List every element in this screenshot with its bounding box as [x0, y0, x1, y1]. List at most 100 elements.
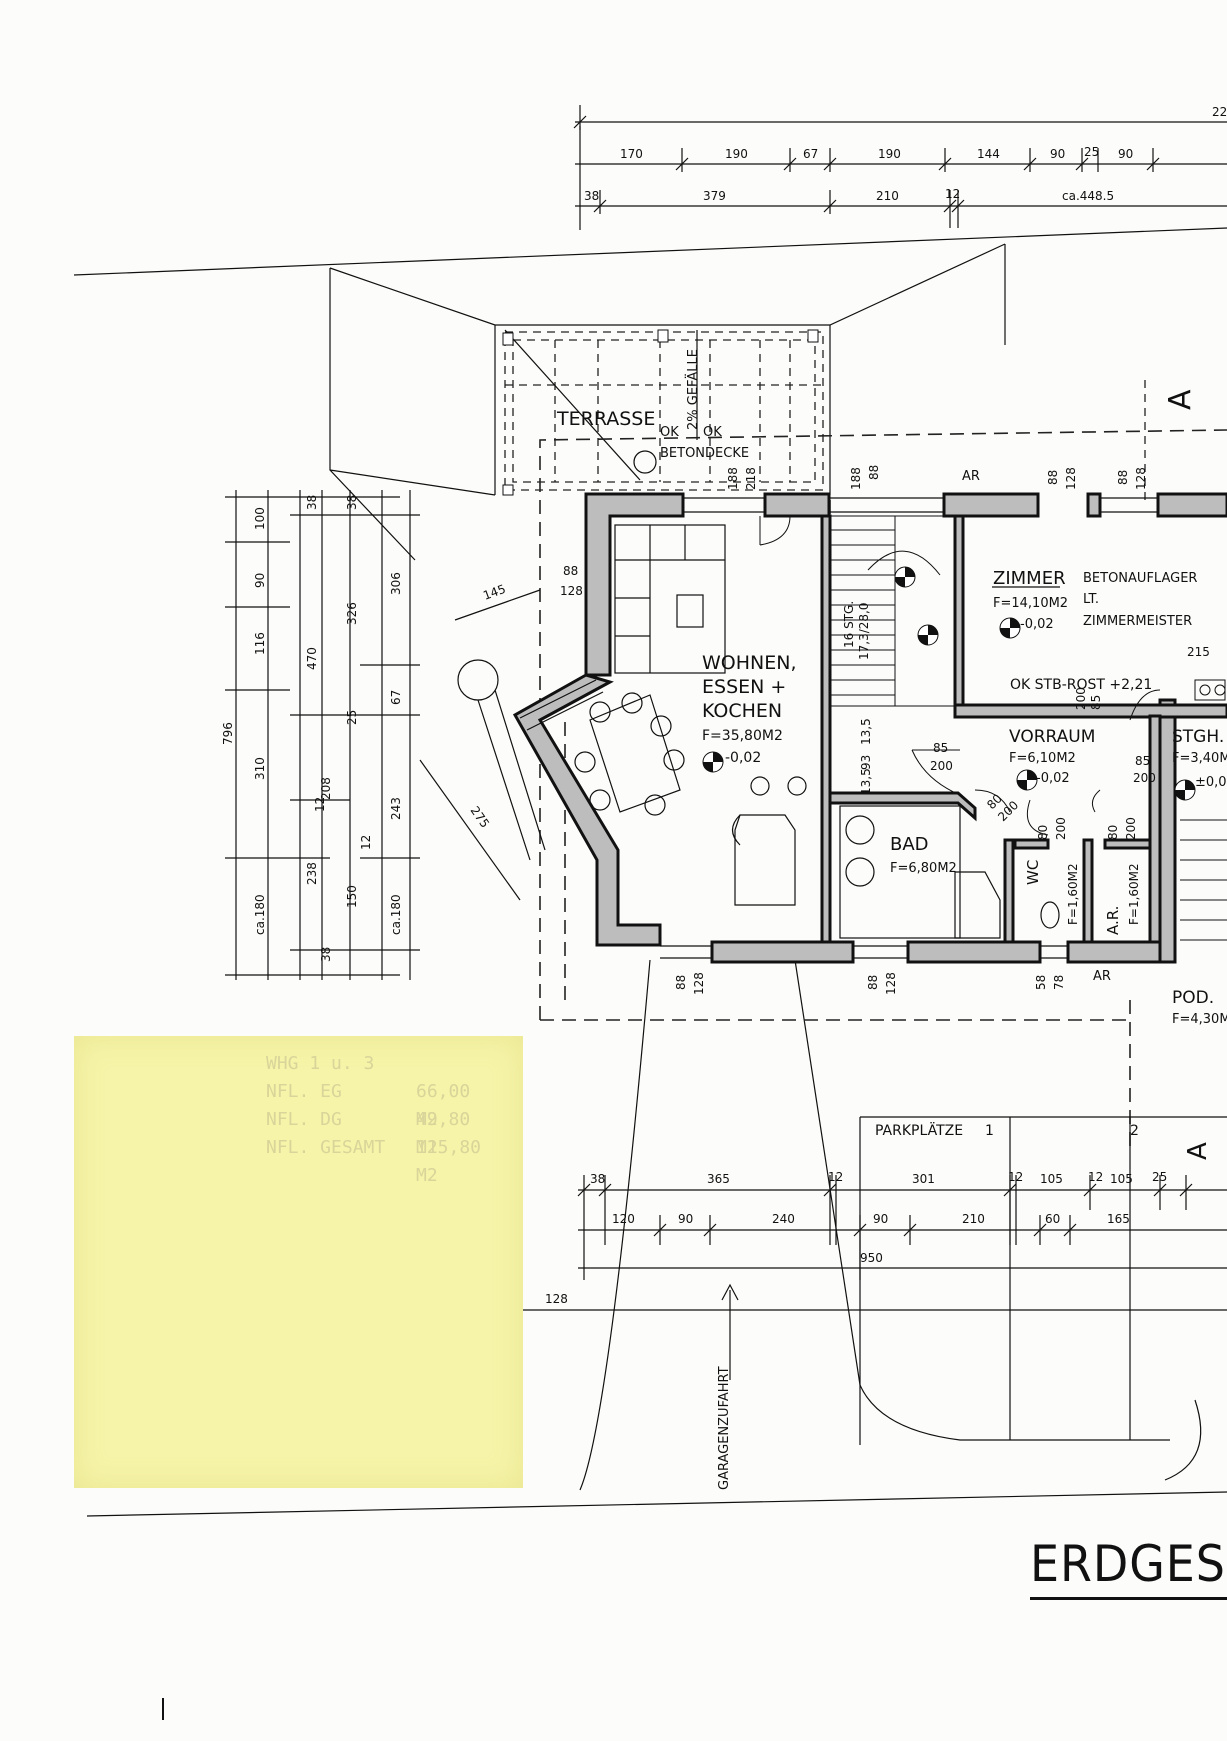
room-labels: WOHNEN, ESSEN + KOCHEN F=35,80M2 -0,02 Z… — [702, 389, 1227, 1490]
label-vorraum-area: F=6,10M2 — [1009, 751, 1076, 766]
svg-text:128: 128 — [692, 972, 706, 995]
sheet-title: ERDGESC — [1030, 1535, 1227, 1600]
svg-text:88: 88 — [563, 564, 578, 578]
svg-text:88: 88 — [1046, 470, 1060, 485]
dim-top-190b: 190 — [878, 147, 901, 161]
label-ar: A.R. — [1104, 906, 1122, 935]
dim-top-12: 12 — [945, 187, 960, 201]
svg-text:ca.180: ca.180 — [389, 894, 403, 935]
svg-text:105: 105 — [1110, 1172, 1133, 1186]
label-vorraum: VORRAUM — [1009, 727, 1095, 747]
svg-text:25: 25 — [1152, 1170, 1167, 1184]
svg-text:200: 200 — [1133, 771, 1156, 785]
svg-text:88: 88 — [866, 975, 880, 990]
dim-top-38: 38 — [584, 189, 599, 203]
svg-text:243: 243 — [389, 797, 403, 820]
svg-text:165: 165 — [1107, 1212, 1130, 1226]
label-park-2: 2 — [1130, 1123, 1139, 1139]
svg-text:80: 80 — [1036, 825, 1050, 840]
svg-text:93: 93 — [859, 755, 873, 770]
svg-text:306: 306 — [389, 572, 403, 595]
label-wc-area: F=1,60M2 — [1066, 863, 1080, 925]
svg-text:85: 85 — [1089, 695, 1103, 710]
label-stgh-level: ±0,0 — [1195, 775, 1227, 790]
svg-text:80: 80 — [1106, 825, 1120, 840]
svg-text:85: 85 — [933, 741, 948, 755]
svg-text:90: 90 — [253, 573, 267, 588]
bottom-dimension-chain — [520, 1175, 1227, 1311]
svg-text:13,5: 13,5 — [859, 768, 873, 795]
area-row-eg: NFL. EG 66,00 M2 — [266, 1081, 471, 1130]
svg-text:208: 208 — [319, 777, 333, 800]
furniture — [457, 524, 1060, 939]
svg-text:38: 38 — [590, 1172, 605, 1186]
svg-text:275: 275 — [468, 804, 493, 831]
svg-text:200: 200 — [1074, 687, 1088, 710]
svg-text:90: 90 — [873, 1212, 888, 1226]
dim-top-90b: 90 — [1118, 147, 1133, 161]
svg-text:88: 88 — [674, 975, 688, 990]
dim-top-170: 170 — [620, 147, 643, 161]
svg-text:105: 105 — [1040, 1172, 1063, 1186]
label-ar-area: F=1,60M2 — [1127, 863, 1141, 925]
svg-text:200: 200 — [1054, 817, 1068, 840]
area-row-dg: NFL. DG 49,80 M2 — [266, 1109, 471, 1158]
area-row-gesamt: NFL. GESAMT 115,80 M2 — [266, 1137, 482, 1186]
label-wohnen-3: KOCHEN — [702, 700, 782, 722]
label-bad-area: F=6,80M2 — [890, 861, 957, 876]
svg-text:38: 38 — [319, 947, 333, 962]
dim-top-90a: 90 — [1050, 147, 1065, 161]
dim-top-190a: 190 — [725, 147, 748, 161]
svg-text:60: 60 — [1045, 1212, 1060, 1226]
label-stairs-1: 16 STG. — [842, 601, 856, 648]
svg-text:326: 326 — [345, 602, 359, 625]
stairs — [830, 515, 1227, 941]
opening-dimensions: 88 128 188 218 188 88 88 128 88 128 88 1… — [560, 465, 1210, 995]
svg-text:128: 128 — [1064, 467, 1078, 490]
svg-text:310: 310 — [253, 757, 267, 780]
label-wohnen-1: WOHNEN, — [702, 652, 797, 674]
label-ok-2: OK — [703, 425, 722, 440]
label-gefaelle: 2% GEFÄLLE — [685, 349, 701, 430]
label-ar-mark-2: AR — [1093, 969, 1111, 984]
svg-text:188: 188 — [849, 467, 863, 490]
svg-text:ca.180: ca.180 — [253, 894, 267, 935]
svg-text:25: 25 — [345, 710, 359, 725]
label-section-a-top: A — [1163, 389, 1198, 410]
label-ok-stb: OK STB-ROST +2,21 — [1010, 677, 1152, 693]
svg-text:210: 210 — [962, 1212, 985, 1226]
svg-text:85: 85 — [1135, 754, 1150, 768]
bottom-dimension-text: 38 365 12 301 12 105 12 105 25 120 90 24… — [545, 1170, 1167, 1306]
svg-text:200: 200 — [1124, 817, 1138, 840]
label-zimmer-level: -0,02 — [1020, 617, 1054, 632]
svg-text:90: 90 — [678, 1212, 693, 1226]
label-garagenzufahrt: GARAGENZUFAHRT — [717, 1366, 732, 1490]
area-summary: WHG 1 u. 3 NFL. EG 66,00 M2 NFL. DG 49,8… — [266, 1050, 482, 1186]
svg-text:200: 200 — [930, 759, 953, 773]
windows — [519, 497, 1158, 959]
svg-text:38: 38 — [305, 495, 319, 510]
level-markers — [702, 566, 1196, 801]
door-swings — [759, 515, 1161, 836]
site-outline — [73, 227, 1227, 1517]
svg-text:301: 301 — [912, 1172, 935, 1186]
svg-text:796: 796 — [221, 722, 235, 745]
svg-text:128: 128 — [545, 1292, 568, 1306]
label-section-a-bottom: A — [1183, 1142, 1213, 1160]
svg-text:150: 150 — [345, 885, 359, 908]
label-stgh-area: F=3,40M — [1172, 751, 1227, 766]
left-dimension-text: 796 100 90 116 310 ca.180 470 238 38 208… — [221, 495, 508, 962]
svg-text:58: 58 — [1034, 975, 1048, 990]
svg-text:88: 88 — [867, 465, 881, 480]
svg-text:88: 88 — [1116, 470, 1130, 485]
label-betonauflager-1: BETONAUFLAGER — [1083, 571, 1197, 586]
terrace: TERRASSE OK OK BETONDECKE 2% GEFÄLLE — [502, 329, 824, 496]
label-wohnen-2: ESSEN + — [702, 676, 786, 698]
label-wohnen-area: F=35,80M2 — [702, 728, 783, 744]
label-stairs-2: 17,3/28,0 — [857, 603, 871, 660]
label-ar-mark-1: AR — [962, 469, 980, 484]
label-terrasse: TERRASSE — [556, 408, 655, 430]
label-pod-area: F=4,30M — [1172, 1012, 1227, 1027]
svg-text:470: 470 — [305, 647, 319, 670]
